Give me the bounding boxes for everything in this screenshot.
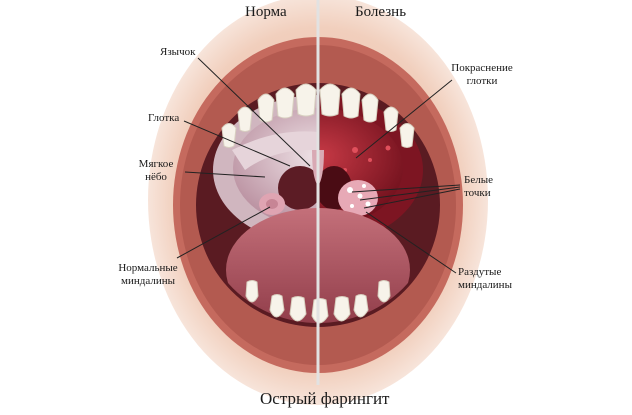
lower-teeth — [245, 280, 391, 324]
upper-teeth — [221, 83, 415, 148]
label-swollen-tonsils-line-1: Раздутые — [458, 266, 502, 278]
label-redness-line-2: глотки — [466, 75, 498, 87]
label-normal-tonsils-line-1: Нормальные — [118, 262, 178, 274]
label-white-spots-line-2: точки — [464, 187, 491, 199]
label-uvula: Язычок — [160, 46, 196, 58]
normal-soft-palate — [232, 131, 318, 170]
diagram-title: Острый фарингит — [260, 389, 390, 408]
label-soft-palate-line-1: Мягкое — [138, 158, 174, 170]
label-redness-line-1: Покраснение — [451, 62, 513, 74]
label-soft-palate-line-2: нёбо — [145, 171, 167, 183]
label-pharynx: Глотка — [148, 112, 180, 124]
leader-lines — [176, 57, 461, 274]
label-soft-palate: Мягкое нёбо — [128, 158, 184, 184]
header-disease: Болезнь — [355, 4, 407, 20]
header-normal: Норма — [245, 4, 287, 20]
label-swollen-tonsils: Раздутые миндалины — [458, 266, 512, 292]
label-normal-tonsils-line-2: миндалины — [121, 275, 175, 287]
label-redness: Покраснение глотки — [440, 62, 524, 88]
label-white-spots-line-1: Белые — [464, 174, 493, 186]
label-white-spots: Белые точки — [464, 174, 493, 200]
label-normal-tonsils: Нормальные миндалины — [110, 262, 186, 288]
label-swollen-tonsils-line-2: миндалины — [458, 279, 512, 291]
